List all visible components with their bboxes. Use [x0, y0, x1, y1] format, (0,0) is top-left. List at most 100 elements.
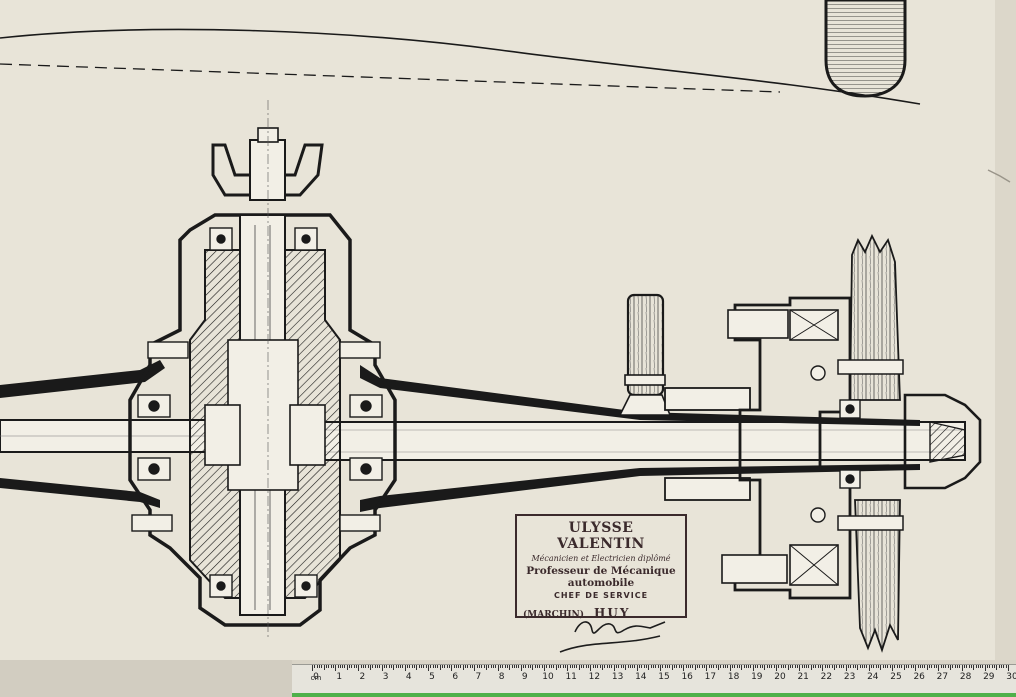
ruler-minor-tick	[611, 665, 613, 668]
ruler-minor-tick	[402, 665, 404, 668]
ruler-minor-tick	[467, 665, 469, 668]
ruler-minor-tick	[912, 665, 914, 668]
ruler-minor-tick	[945, 665, 947, 668]
ruler-minor-tick	[409, 665, 411, 668]
ruler-minor-tick	[782, 665, 784, 668]
ruler-minor-tick	[808, 665, 810, 668]
ruler-minor-tick	[676, 665, 678, 668]
ruler-minor-tick	[363, 665, 365, 668]
ruler-minor-tick	[731, 665, 733, 668]
ruler-label: 0	[313, 672, 319, 682]
ruler-minor-tick	[414, 665, 416, 668]
ruler-minor-tick	[527, 665, 529, 668]
ruler-minor-tick	[980, 665, 982, 668]
ruler-label: 16	[681, 672, 693, 682]
ruler-minor-tick	[592, 665, 594, 668]
ruler-minor-tick	[773, 665, 775, 668]
ruler-minor-tick	[646, 665, 648, 668]
ruler-label: 14	[635, 672, 647, 682]
ruler-minor-tick	[827, 665, 829, 668]
signature	[559, 621, 666, 653]
ruler-label: 6	[452, 672, 459, 682]
ruler-minor-tick	[604, 665, 606, 668]
ruler-minor-tick	[578, 665, 580, 670]
ruler-minor-tick	[789, 665, 791, 668]
ruler-minor-tick	[759, 665, 761, 668]
ruler-major-tick	[381, 665, 383, 671]
ruler-minor-tick	[622, 665, 624, 668]
ruler-major-tick	[729, 665, 731, 671]
paper-sheet	[0, 0, 1016, 660]
ruler-minor-tick	[397, 665, 399, 668]
ruler-minor-tick	[771, 665, 773, 668]
ruler-minor-tick	[585, 665, 587, 668]
ruler-minor-tick	[349, 665, 351, 668]
ruler-minor-tick	[525, 665, 527, 668]
ruler-minor-tick	[323, 665, 325, 670]
ruler-minor-tick	[560, 665, 562, 668]
ruler-minor-tick	[792, 665, 794, 668]
ruler-major-tick	[752, 665, 754, 671]
ruler-minor-tick	[495, 665, 497, 668]
ruler-minor-tick	[836, 665, 838, 668]
ruler-minor-tick	[905, 665, 907, 668]
ruler-minor-tick	[861, 665, 863, 668]
ruler-minor-tick	[852, 665, 854, 668]
ruler-minor-tick	[787, 665, 789, 670]
ruler-minor-tick	[989, 665, 991, 668]
ruler-minor-tick	[917, 665, 919, 668]
ruler-minor-tick	[815, 665, 817, 668]
differential-housing	[128, 213, 397, 627]
ruler-minor-tick	[564, 665, 566, 668]
ruler-minor-tick	[713, 665, 715, 668]
ruler-label: 23	[843, 672, 856, 682]
ruler-minor-tick	[724, 665, 726, 668]
ruler-minor-tick	[546, 665, 548, 668]
ruler-minor-tick	[655, 665, 657, 668]
ruler-minor-tick	[360, 665, 362, 668]
ruler-minor-tick	[379, 665, 381, 668]
ruler-minor-tick	[314, 665, 316, 668]
ruler-minor-tick	[764, 665, 766, 670]
ruler-label: 10	[542, 672, 554, 682]
ruler-minor-tick	[618, 665, 620, 668]
ruler-minor-tick	[882, 665, 884, 668]
ruler-minor-tick	[994, 665, 996, 668]
ruler-minor-tick	[365, 665, 367, 668]
ruler-minor-tick	[704, 665, 706, 668]
ruler-major-tick	[683, 665, 685, 671]
ruler-minor-tick	[662, 665, 664, 668]
hub-cap	[903, 393, 982, 490]
ruler-minor-tick	[602, 665, 603, 670]
ruler-minor-tick	[532, 665, 534, 670]
ruler-minor-tick	[458, 665, 460, 668]
ruler-minor-tick	[472, 665, 474, 668]
ruler-minor-tick	[924, 665, 926, 668]
ruler-minor-tick	[516, 665, 518, 668]
ruler-label: 8	[498, 672, 505, 682]
ruler-minor-tick	[727, 665, 729, 668]
ruler-major-tick	[938, 665, 940, 671]
ruler-minor-tick	[386, 665, 388, 668]
ruler-major-tick	[451, 665, 453, 671]
ruler-minor-tick	[376, 665, 378, 668]
ruler-major-tick	[706, 665, 708, 671]
ruler-minor-tick	[880, 665, 882, 670]
ruler-minor-tick	[885, 665, 887, 668]
ruler-major-tick	[358, 665, 360, 671]
ruler-minor-tick	[388, 665, 390, 668]
ruler-minor-tick	[908, 665, 910, 668]
ruler-minor-tick	[541, 665, 543, 668]
ruler-minor-tick	[455, 665, 457, 668]
ruler-minor-tick	[910, 665, 912, 668]
wheel-spoke-upper	[849, 233, 901, 401]
ruler-minor-tick	[778, 665, 780, 668]
ruler-minor-tick	[530, 665, 532, 668]
ruler-minor-tick	[576, 665, 578, 668]
ruler-major-tick	[590, 665, 592, 671]
ruler-major-tick	[1008, 665, 1009, 671]
ruler-minor-tick	[432, 665, 434, 668]
ruler-minor-tick	[697, 665, 699, 668]
ruler-minor-tick	[857, 665, 859, 670]
ruler-minor-tick	[437, 665, 439, 668]
